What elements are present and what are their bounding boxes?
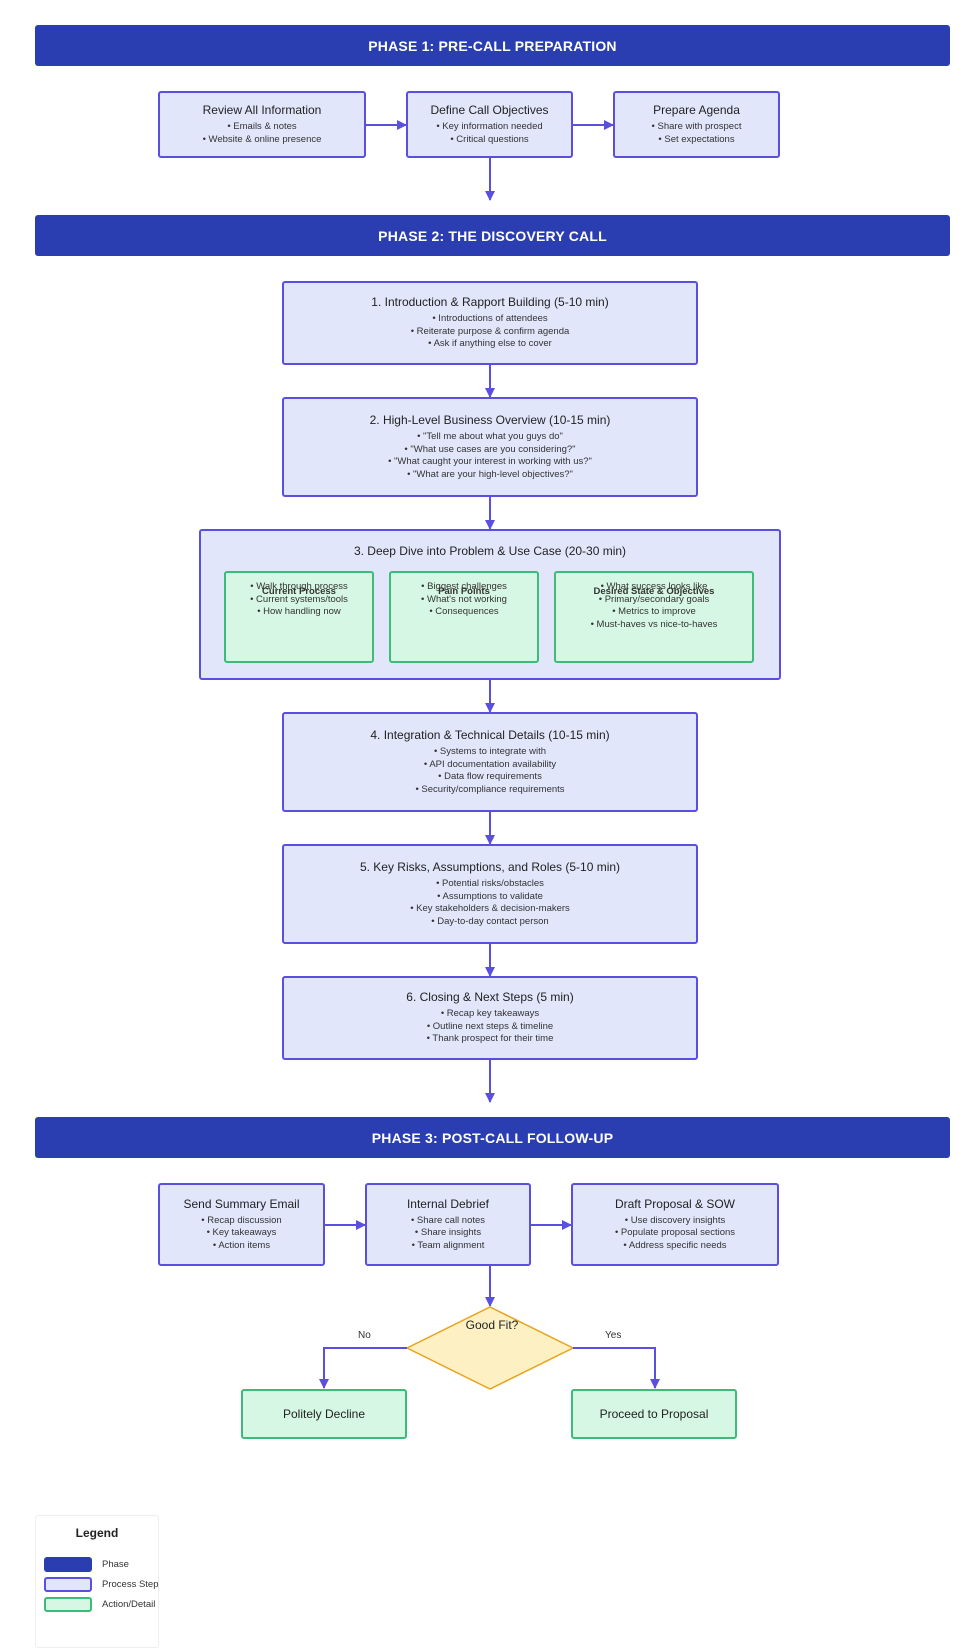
node-bullet: • API documentation availability [423,758,557,770]
arrow-decision-no [319,1347,407,1389]
decision-question: Good Fit? [465,1318,519,1332]
node-bullet: • Key information needed [436,121,543,132]
node-title: 5. Key Risks, Assumptions, and Roles (5-… [359,860,621,874]
node-bullet: • Recap key takeaways [440,1008,540,1020]
subnode-bullet: • Current systems/tools [250,593,348,605]
node-bullet: • Outline next steps & timeline [426,1020,554,1032]
node-bullet: • Populate proposal sections [614,1227,736,1239]
subnode-bullet: • Walk through process [250,581,348,592]
node-step-6: 6. Closing & Next Steps (5 min) • Recap … [282,976,698,1060]
legend-swatch-phase [44,1557,92,1572]
arrow-decision-yes [573,1347,660,1389]
node-prepare-agenda: Prepare Agenda • Share with prospect • S… [613,91,780,158]
node-bullet: • Address specific needs [623,1239,727,1251]
subnode-bullet: • How handling now [257,606,341,617]
node-bullet: • "Tell me about what you guys do" [417,431,563,442]
node-bullet: • Recap discussion [201,1214,282,1226]
edge-label-yes: Yes [605,1330,622,1341]
node-bullet: • Share call notes [410,1214,486,1226]
node-bullet: • Potential risks/obstacles [436,878,544,889]
legend-title: Legend [75,1526,119,1540]
node-send-summary: Send Summary Email • Recap discussion • … [158,1183,325,1266]
legend-label-process: Process Step [102,1579,159,1590]
legend: Legend Phase Process Step Action/Detail [35,1515,159,1648]
subnode-bullet: • What success looks like [600,581,708,592]
node-title: Internal Debrief [406,1196,490,1211]
node-bullet: • Share insights [414,1227,482,1239]
node-bullet: • Action items [212,1239,271,1251]
node-step-1: 1. Introduction & Rapport Building (5-10… [282,281,698,365]
node-bullet: • "What are your high-level objectives?" [407,468,573,480]
outcome-label: Proceed to Proposal [599,1407,709,1421]
node-bullet: • Critical questions [450,133,529,145]
node-draft-proposal: Draft Proposal & SOW • Use discovery ins… [571,1183,779,1266]
node-bullet: • Security/compliance requirements [415,783,565,795]
outcome-proceed-to-proposal: Proceed to Proposal [571,1389,737,1439]
decision-diamond [405,1306,575,1390]
subnode-title: Desired State & Objectives [593,586,715,597]
node-bullet: • "What use cases are you considering?" [404,443,576,455]
node-bullet: • Emails & notes [227,121,297,132]
node-title: Define Call Objectives [430,103,549,117]
outcome-politely-decline: Politely Decline [241,1389,407,1439]
phase-3-header: PHASE 3: POST-CALL FOLLOW-UP [35,1117,950,1158]
subnode-bullet: • Metrics to improve [612,606,696,617]
node-bullet: • Website & online presence [202,133,322,145]
subnode-bullet: • Primary/secondary goals [598,593,710,605]
node-bullet: • Day-to-day contact person [431,915,549,927]
node-title: 4. Integration & Technical Details (10-1… [370,728,610,742]
node-bullet: • Assumptions to validate [437,890,543,902]
subnode-bullet: • Must-haves vs nice-to-haves [590,618,718,630]
phase-2-header: PHASE 2: THE DISCOVERY CALL [35,215,950,256]
node-bullet: • Team alignment [411,1239,485,1251]
node-step-4: 4. Integration & Technical Details (10-1… [282,712,698,812]
node-title: Draft Proposal & SOW [614,1196,736,1211]
subnode-current-process: Current Process • Walk through process •… [224,571,374,663]
phase-1-title: PHASE 1: PRE-CALL PREPARATION [368,37,617,54]
legend-label-phase: Phase [102,1559,129,1570]
subnode-title: Pain Points [438,586,490,597]
node-title: Prepare Agenda [653,103,740,117]
node-bullet: • Share with prospect [651,121,742,132]
node-bullet: • Key stakeholders & decision-makers [410,903,570,914]
node-review-info: Review All Information • Emails & notes … [158,91,366,158]
node-title: Send Summary Email [183,1196,300,1211]
node-bullet: • Reiterate purpose & confirm agenda [410,325,570,337]
subnode-bullet: • Biggest challenges [421,581,507,592]
node-title: 6. Closing & Next Steps (5 min) [406,990,574,1005]
node-define-objectives: Define Call Objectives • Key information… [406,91,573,158]
subnode-bullet: • Consequences [429,606,499,617]
node-bullet: • Systems to integrate with [433,746,547,757]
legend-swatch-process [44,1577,92,1592]
phase-1-header: PHASE 1: PRE-CALL PREPARATION [35,25,950,66]
node-bullet: • Set expectations [658,133,735,145]
subnode-bullet: • What's not working [421,593,507,605]
node-title: 1. Introduction & Rapport Building (5-10… [371,295,609,310]
node-bullet: • Ask if anything else to cover [428,338,552,350]
node-bullet: • Introductions of attendees [432,313,548,325]
subnode-title: Current Process [262,586,336,597]
node-step-2: 2. High-Level Business Overview (10-15 m… [282,397,698,497]
node-bullet: • Data flow requirements [438,771,542,782]
node-title: 2. High-Level Business Overview (10-15 m… [369,413,611,427]
legend-swatch-action [44,1597,92,1612]
node-bullet: • Thank prospect for their time [426,1033,554,1045]
edge-label-no: No [358,1330,371,1341]
node-step-5: 5. Key Risks, Assumptions, and Roles (5-… [282,844,698,944]
phase-3-title: PHASE 3: POST-CALL FOLLOW-UP [371,1129,614,1146]
legend-label-action: Action/Detail [102,1599,156,1610]
subnode-pain-points: Pain Points • Biggest challenges • What'… [389,571,539,663]
node-bullet: • Use discovery insights [624,1214,726,1226]
phase-2-title: PHASE 2: THE DISCOVERY CALL [378,227,607,244]
node-title: 3. Deep Dive into Problem & Use Case (20… [353,544,627,558]
node-step-3: 3. Deep Dive into Problem & Use Case (20… [199,529,781,680]
node-bullet: • "What caught your interest in working … [388,456,592,467]
node-title: Review All Information [202,103,322,117]
subnode-desired-state: Desired State & Objectives • What succes… [554,571,754,663]
node-internal-debrief: Internal Debrief • Share call notes • Sh… [365,1183,531,1266]
node-bullet: • Key takeaways [206,1227,277,1239]
outcome-label: Politely Decline [282,1407,366,1421]
